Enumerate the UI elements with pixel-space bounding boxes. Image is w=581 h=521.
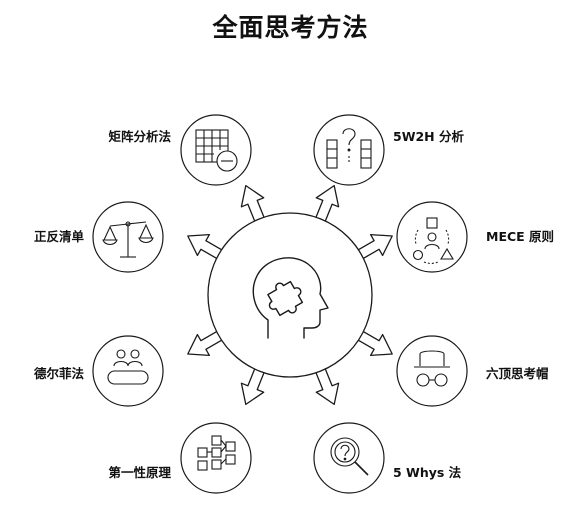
flowchart-icon bbox=[197, 435, 236, 471]
method-label-six-hats: 六顶思考帽 bbox=[486, 366, 549, 381]
method-node-matrix bbox=[180, 114, 252, 186]
method-label-delphi: 德尔菲法 bbox=[33, 366, 84, 381]
method-node-delphi bbox=[92, 335, 164, 407]
hub-circle bbox=[207, 212, 373, 378]
hat-glasses-icon bbox=[414, 350, 450, 387]
diagram-title: 全面思考方法 bbox=[212, 13, 369, 42]
method-node-first-principles bbox=[180, 422, 252, 494]
matrix-grid-icon bbox=[195, 129, 238, 172]
method-label-pros-cons: 正反清单 bbox=[33, 229, 84, 244]
question-columns-icon bbox=[326, 128, 372, 169]
method-label-5whys: 5 Whys 法 bbox=[393, 465, 462, 480]
balance-scale-icon bbox=[102, 221, 154, 258]
method-node-six-hats bbox=[396, 335, 468, 407]
method-label-matrix: 矩阵分析法 bbox=[108, 129, 171, 144]
shapes-cycle-icon bbox=[412, 217, 454, 264]
experts-table-icon bbox=[107, 349, 149, 385]
method-node-5whys bbox=[313, 422, 385, 494]
method-label-5w2h: 5W2H 分析 bbox=[393, 129, 464, 144]
method-label-first-principles: 第一性原理 bbox=[108, 465, 171, 480]
head-puzzle-icon bbox=[252, 257, 329, 339]
method-label-mece: MECE 原则 bbox=[486, 229, 555, 244]
method-node-mece bbox=[396, 201, 468, 273]
method-node-5w2h bbox=[313, 114, 385, 186]
method-node-pros-cons bbox=[92, 201, 164, 273]
central-hub bbox=[187, 184, 393, 406]
magnifier-question-icon bbox=[330, 437, 369, 476]
